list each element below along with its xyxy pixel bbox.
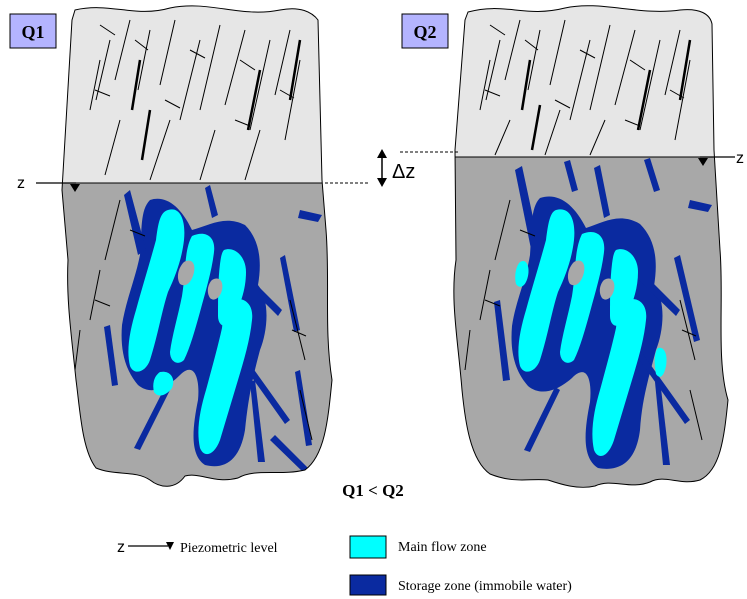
comparison-label: Q1 < Q2 — [342, 481, 404, 500]
legend-main-flow-label: Main flow zone — [398, 540, 487, 555]
outline-q2 — [453, 5, 729, 488]
piezometric-triangle-q1 — [70, 184, 80, 192]
rock-blocks-q1 — [177, 260, 223, 300]
delta-z-label: Δz — [392, 161, 415, 183]
panel-label-q2: Q2 — [413, 22, 436, 42]
legend-storage-swatch — [349, 574, 387, 596]
unsaturated-zone-q2 — [453, 5, 728, 157]
water-level-label-q1: z — [17, 175, 25, 192]
panel-q2: z Q2 — [401, 5, 744, 488]
panel-label-q1: Q1 — [21, 22, 44, 42]
label-box-q2 — [401, 13, 449, 49]
fractures-q2 — [464, 19, 703, 441]
legend-triangle-icon — [166, 542, 174, 550]
legend-main-flow-swatch — [349, 535, 387, 559]
outline-q1 — [61, 5, 333, 487]
fractures-q1 — [74, 19, 313, 441]
legend-storage-label: Storage zone (immobile water) — [398, 579, 572, 594]
piezometric-triangle-q2 — [698, 158, 708, 166]
label-box-q1 — [9, 13, 57, 49]
main-flow-zone-q2 — [515, 209, 667, 456]
rock-blocks-q2 — [567, 260, 615, 300]
water-level-label-q2: z — [736, 150, 744, 167]
legend-piezometric-label: Piezometric level — [180, 541, 278, 556]
panel-q1: z Q1 — [9, 5, 333, 487]
legend: z Piezometric level Main flow zone Stora… — [117, 535, 572, 596]
legend-z-symbol: z — [117, 539, 125, 556]
unsaturated-zone-q1 — [62, 5, 332, 183]
delta-z-indicator: Δz — [325, 149, 458, 187]
delta-arrow-up — [377, 149, 387, 158]
main-flow-zone-q1 — [128, 209, 253, 455]
delta-arrow-down — [377, 178, 387, 187]
